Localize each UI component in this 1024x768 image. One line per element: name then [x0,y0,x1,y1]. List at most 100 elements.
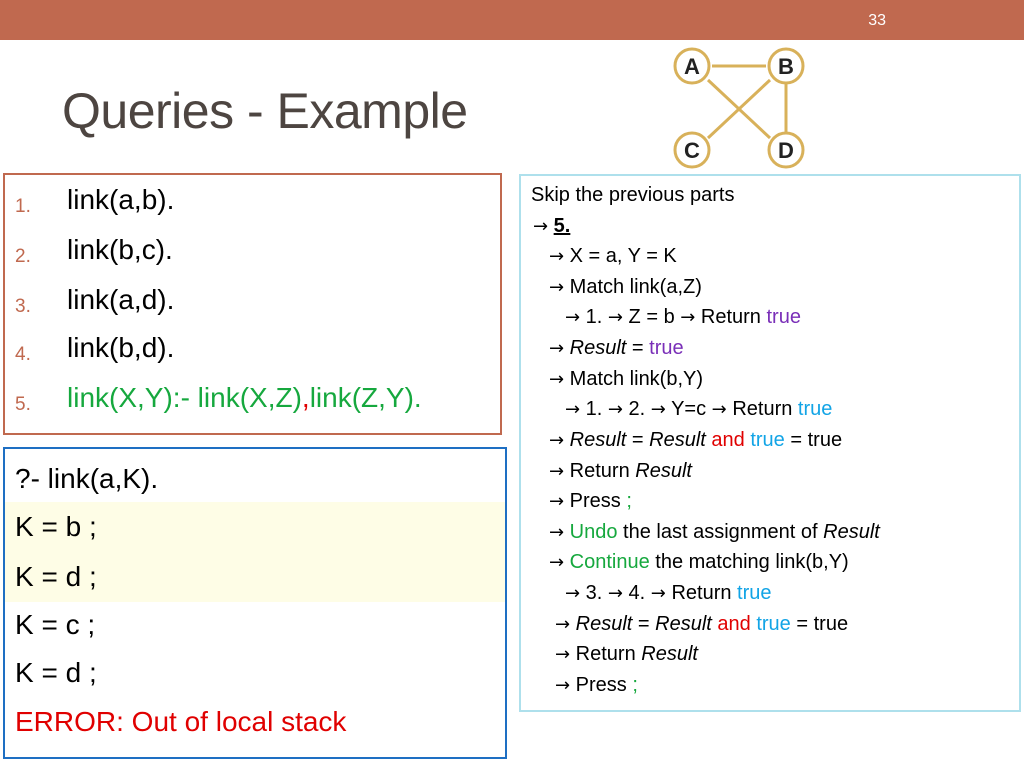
trace-text: Z = b [623,306,681,328]
trace-text: the matching link(b,Y) [649,551,849,573]
trace-text: Match link(a,Z) [569,276,702,298]
true-keyword: true [756,613,791,635]
trace-line: → Press ; [555,674,638,697]
trace-line: Skip the previous parts [531,184,735,206]
arrow-icon: → [565,583,581,604]
true-keyword: true [766,306,801,328]
trace-text: X = a, Y = K [569,245,677,267]
result-var: Result [635,460,692,482]
trace-line: → X = a, Y = K [549,245,677,268]
edge-a-d [706,78,772,140]
arrow-icon: → [555,644,571,665]
trace-text: the last assignment of [617,521,824,543]
fact-text: link(b,d). [67,332,175,363]
true-keyword: true [649,337,684,359]
result-var: Result [641,643,698,665]
rule-number: 5. [15,394,31,415]
answer-line: K = d ; [5,552,505,602]
rule-body: link(Z,Y). [309,382,422,413]
trace-text: 3. [585,582,608,604]
node-b-circle [767,47,805,85]
rule-head: link(X,Y):- link(X,Z) [67,382,302,413]
trace-line: → 1. → 2. → Y=c → Return true [565,398,832,421]
trace-text: Return [665,582,738,604]
trace-text: Press [575,674,633,696]
fact-number: 2. [15,246,31,267]
arrow-icon: → [565,307,581,328]
arrow-icon: → [549,552,565,573]
query-line: ?- link(a,K). [15,463,159,494]
answer-line: K = c ; [15,609,96,640]
answer-line: K = d ; [15,657,97,688]
and-keyword: and [705,429,751,451]
node-a-circle [673,47,711,85]
fact-number: 1. [15,196,31,217]
arrow-icon: → [549,522,565,543]
arrow-icon: → [555,614,571,635]
trace-text: = true [784,429,843,451]
trace-line: → Undo the last assignment of Result [549,521,880,544]
trace-line: → Result = Result and true = true [555,613,848,636]
arrow-icon: → [555,675,571,696]
result-var: Result [569,429,627,451]
page-number: 33 [868,12,886,29]
trace-text: Return [695,306,767,328]
arrow-icon: → [549,338,565,359]
result-var: Result [823,521,880,543]
node-d-circle [767,131,805,169]
trace-text: = [626,337,650,359]
arrow-icon: → [711,399,727,420]
trace-text: Match link(b,Y) [569,368,704,390]
trace-text: Return [726,398,798,420]
rule-text: link(X,Y):- link(X,Z),link(Z,Y). [67,382,422,414]
trace-text: 2. [623,398,651,420]
trace-line: → 3. → 4. → Return true [565,582,772,605]
result-var: Result [575,613,633,635]
trace-line: → Continue the matching link(b,Y) [549,551,849,574]
facts-box: 1. link(a,b). 2. link(b,c). 3. link(a,d)… [3,173,502,435]
result-var: Result [649,429,706,451]
trace-text: 1. [585,306,608,328]
result-var: Result [569,337,627,359]
node-d-label: D [778,138,794,163]
slide-title: Queries - Example [62,83,468,139]
trace-line: → Result = Result and true = true [549,429,842,452]
trace-line: → Press ; [549,490,632,513]
continue-keyword: Continue [569,551,650,573]
trace-line: → Match link(b,Y) [549,368,703,391]
arrow-icon: → [680,307,696,328]
node-b-label: B [778,54,794,79]
arrow-icon: → [549,430,565,451]
trace-text: Press [569,490,627,512]
trace-line: → Return Result [549,460,692,483]
undo-keyword: Undo [569,521,618,543]
trace-text: Return [569,460,636,482]
result-var: Result [655,613,712,635]
fact-number: 3. [15,296,31,317]
trace-line: → 5. [533,215,570,238]
trace-line: → Return Result [555,643,698,666]
answer-line: K = b ; [5,502,505,552]
top-bar: 33 [0,0,1024,40]
arrow-icon: → [549,491,565,512]
trace-box: Skip the previous parts → 5. → X = a, Y … [519,174,1021,712]
arrow-icon: → [549,246,565,267]
fact-text: link(a,b). [67,184,175,215]
trace-line: → 1. → Z = b → Return true [565,306,801,329]
and-keyword: and [711,613,757,635]
node-a-label: A [684,54,700,79]
fact-number: 4. [15,344,31,365]
semicolon: ; [626,490,632,512]
trace-line: → Match link(a,Z) [549,276,702,299]
trace-text: = [632,613,656,635]
node-c-label: C [684,138,700,163]
arrow-icon: → [607,307,623,328]
step-label: 5. [553,215,571,237]
trace-text: = [626,429,650,451]
arrow-icon: → [607,399,623,420]
true-keyword: true [750,429,785,451]
trace-text: Return [575,643,642,665]
trace-text: Y=c [665,398,712,420]
query-box: ?- link(a,K). K = b ; K = d ; K = c ; K … [3,447,507,759]
fact-text: link(a,d). [67,284,175,315]
